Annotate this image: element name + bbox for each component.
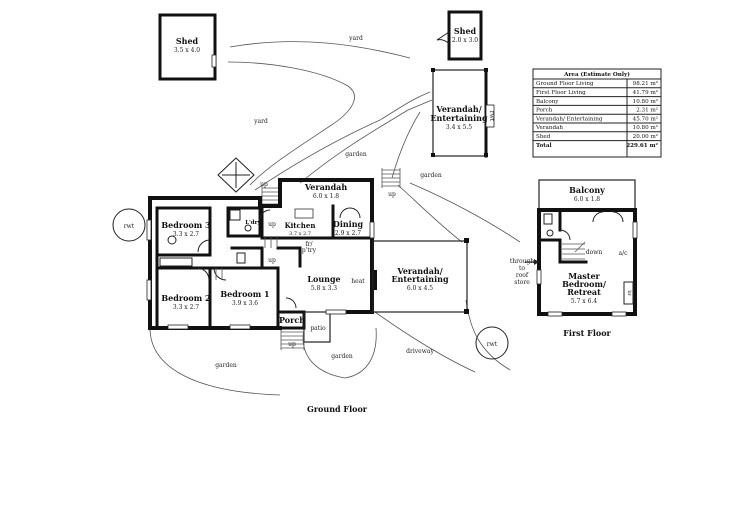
master-name-3: Retreat	[567, 287, 601, 297]
shed-left-name: Shed	[176, 36, 199, 46]
master-size: 5.7 x 6.4	[571, 298, 597, 305]
robe-label: br	[626, 290, 632, 296]
fr-pty-2: p'try	[302, 247, 317, 254]
lounge-size: 5.8 x 3.3	[311, 285, 337, 292]
area-row-label: Verandah/ Entertaining	[535, 116, 603, 122]
patio-label: patio	[310, 325, 326, 332]
verandah-mid-name-2: Entertaining	[391, 274, 449, 284]
area-row-label: First Floor Living	[536, 90, 586, 96]
driveway-label: driveway	[406, 348, 434, 355]
area-row-label: Shed	[536, 134, 551, 140]
bedroom3-size: 3.3 x 2.7	[173, 231, 199, 238]
ground-floor: Verandah 6.0 x 1.8 Bedroom 3 3.3 x 2.7 B…	[146, 178, 396, 350]
bbq-marker	[217, 157, 255, 193]
bedroom1-name: Bedroom 1	[220, 289, 269, 299]
verandah-top-size: 3.4 x 5.5	[446, 124, 472, 131]
verandah-entertaining-mid: Verandah/ Entertaining 6.0 x 4.5	[372, 238, 469, 314]
ldry-label: L'dry	[245, 220, 261, 226]
kitchen-size: 3.7 x 2.7	[289, 231, 311, 237]
heat-label: heat	[351, 278, 365, 285]
area-row-value: 41.79 m²	[633, 89, 658, 96]
ac-label: a/c	[619, 250, 629, 257]
bedroom1-size: 3.9 x 3.6	[232, 300, 258, 307]
yard-left-label: yard	[253, 118, 268, 125]
area-row-label: Verandah	[535, 125, 563, 131]
verandah-top-name-2: Entertaining	[430, 113, 488, 123]
first-floor: Balcony 6.0 x 1.8 br down a/c Master Bed…	[510, 179, 638, 338]
bedroom2-size: 3.3 x 2.7	[173, 304, 199, 311]
rwt-right-label: rwt	[487, 341, 498, 348]
rwt-left: rwt	[112, 208, 146, 242]
area-total-value: 229.61 m²	[626, 142, 658, 149]
dining-size: 2.9 x 2.7	[335, 230, 361, 237]
ground-floor-caption: Ground Floor	[307, 404, 368, 414]
rwt-verandah: rwt	[488, 111, 495, 122]
shed-left: Shed 3.5 x 4.0	[158, 13, 217, 81]
balcony-size: 6.0 x 1.8	[574, 196, 600, 203]
up-verandah-label: up	[260, 181, 268, 188]
area-table-title: Area (Estimate Only)	[563, 71, 630, 78]
up-kitchen-label: up	[268, 221, 276, 228]
area-total-label: Total	[536, 143, 552, 149]
rwt-right: rwt	[475, 326, 509, 360]
through-label-1: through	[510, 258, 534, 265]
shed-left-size: 3.5 x 4.0	[174, 47, 200, 54]
porch-name: Porch	[279, 315, 305, 325]
area-row-value: 45.70 m²	[633, 115, 658, 122]
first-floor-caption: First Floor	[563, 328, 611, 338]
shed-right-size: 2.0 x 3.0	[452, 37, 478, 44]
kitchen-name: Kitchen	[285, 221, 316, 230]
down-label: down	[586, 249, 603, 256]
verandah-entertaining-top: rwt Verandah/ Entertaining 3.4 x 5.5	[430, 68, 495, 158]
area-row-value: 10.80 m²	[633, 98, 658, 105]
verandah-name: Verandah	[304, 182, 348, 192]
up-right-label: up	[388, 191, 396, 198]
area-table: Area (Estimate Only) Ground Floor Living…	[532, 68, 662, 158]
bedroom2-name: Bedroom 2	[161, 293, 210, 303]
steps-verandah	[261, 186, 281, 206]
rwt-left-label: rwt	[124, 223, 135, 230]
area-row-label: Ground Floor Living	[536, 81, 594, 87]
garden-bottom-mid-label: garden	[331, 353, 353, 360]
through-label-4: store	[514, 279, 530, 286]
through-label-3: roof	[516, 272, 529, 279]
bedroom3-name: Bedroom 3	[161, 220, 211, 230]
through-label-2: to	[519, 265, 525, 272]
area-row-value: 2.31 m²	[636, 107, 658, 114]
lounge-name: Lounge	[307, 274, 340, 284]
area-row-label: Balcony	[536, 99, 559, 105]
verandah-top-name-1: Verandah/	[435, 104, 481, 114]
area-row-value: 10.80 m²	[633, 124, 658, 131]
verandah-size: 6.0 x 1.8	[313, 193, 339, 200]
garden-bottom-left-label: garden	[215, 362, 237, 369]
steps-right	[381, 168, 401, 188]
area-table-rows: Ground Floor Living 98.21 m² First Floor L…	[533, 80, 661, 149]
shed-right: Shed 2.0 x 3.0	[436, 10, 483, 61]
verandah-mid-size: 6.0 x 4.5	[407, 285, 433, 292]
area-row-value: 98.21 m²	[633, 80, 658, 87]
up-porch-label: up	[288, 341, 296, 348]
area-row-label: Porch	[536, 108, 553, 114]
verandah-mid-name-1: Verandah/	[396, 266, 442, 276]
master-name-2: Bedroom/	[562, 279, 606, 289]
balcony-name: Balcony	[569, 185, 605, 195]
fr-pty-1: fr/	[305, 241, 313, 248]
area-row-value: 20.00 m²	[633, 133, 658, 140]
dining-name: Dining	[333, 219, 364, 229]
garden-right-label: garden	[420, 172, 442, 179]
master-name-1: Master	[568, 271, 600, 281]
up-hall-label: up	[268, 257, 276, 264]
shed-right-name: Shed	[454, 26, 477, 36]
yard-top-label: yard	[348, 35, 363, 42]
garden-mid-label: garden	[345, 151, 367, 158]
